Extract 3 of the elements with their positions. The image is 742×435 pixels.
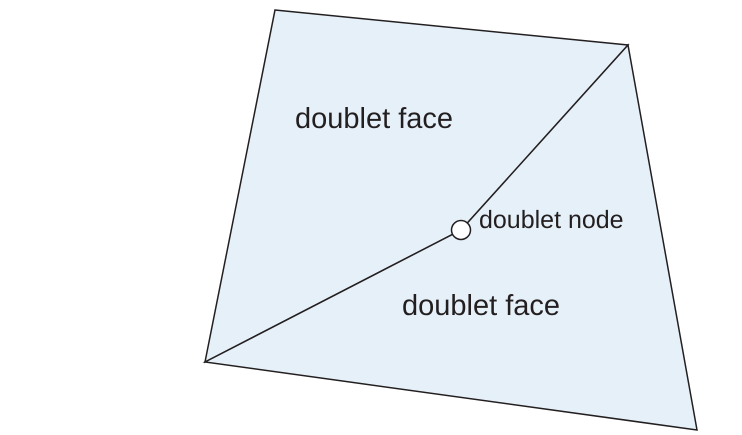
- face-label: doublet face: [402, 290, 560, 323]
- node-label: doublet node: [479, 206, 624, 235]
- face-label: doublet face: [295, 103, 454, 136]
